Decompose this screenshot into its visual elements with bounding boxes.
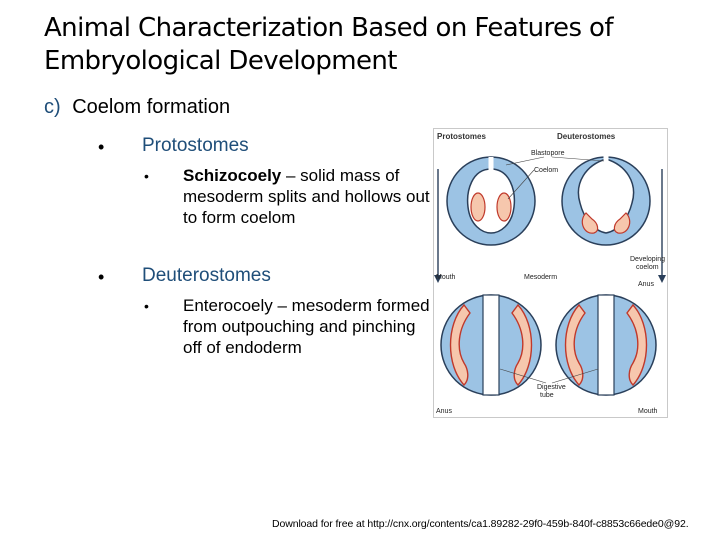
enterocoely-text: Enterocoely – mesoderm formed from outpo… — [183, 296, 430, 357]
label-mesoderm: Mesoderm — [524, 274, 557, 281]
label-mouth: Mouth — [436, 274, 456, 281]
coelom-diagram: Protostomes Deuterostomes Blastopore Coe… — [434, 132, 666, 415]
figure-header-protostomes: Protostomes — [437, 132, 486, 141]
protostomes-label: Protostomes — [142, 135, 249, 156]
deuterostome-early-embryo — [561, 155, 651, 246]
bullet-protostomes: • — [98, 137, 105, 157]
page-title: Animal Characterization Based on Feature… — [44, 13, 614, 76]
source-footer: Download for free at http://cnx.org/cont… — [272, 518, 689, 530]
coelom-formation-figure: Protostomes Deuterostomes Blastopore Coe… — [433, 128, 668, 418]
protostome-early-embryo — [446, 156, 536, 246]
label-tube: tube — [540, 392, 554, 399]
subheading-text: Coelom formation — [72, 96, 231, 118]
label-blastopore: Blastopore — [531, 150, 565, 157]
label-coelom: Coelom — [534, 167, 558, 174]
deuterostome-later-embryo — [555, 294, 657, 396]
schizocoely-term: Schizocoely — [183, 166, 282, 185]
label-anus-bottom: Anus — [436, 408, 452, 415]
deuterostomes-label: Deuterostomes — [142, 265, 271, 286]
bullet-enterocoely: • — [144, 298, 149, 314]
protostome-later-embryo — [440, 294, 542, 396]
figure-header-deuterostomes: Deuterostomes — [557, 132, 616, 141]
label-developing: Developing — [630, 256, 665, 263]
label-digestive: Digestive — [537, 384, 566, 391]
subheading: c) Coelom formation — [44, 96, 230, 119]
label-mouth-bottom: Mouth — [638, 408, 658, 415]
bullet-deuterostomes: • — [98, 267, 105, 287]
bullet-schizocoely: • — [144, 168, 149, 184]
label-developing-coelom: coelom — [636, 264, 659, 271]
subheading-letter: c) — [44, 96, 61, 118]
schizocoely-desc: – solid mass of mesoderm splits and holl… — [183, 166, 430, 227]
label-anus: Anus — [638, 281, 654, 288]
schizocoely-text: Schizocoely – solid mass of mesoderm spl… — [183, 165, 433, 228]
